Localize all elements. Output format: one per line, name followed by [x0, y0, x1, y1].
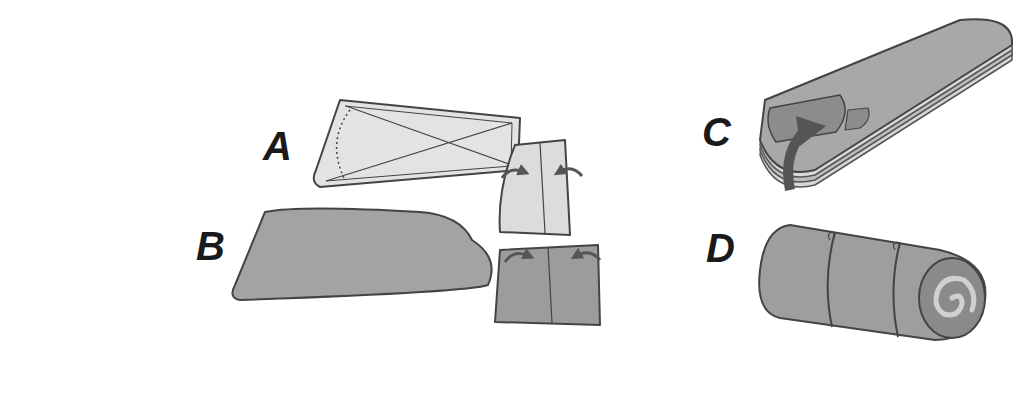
rolled-mat — [759, 225, 985, 340]
dark-blanket — [232, 209, 491, 301]
light-blanket — [314, 100, 520, 187]
dark-strip — [495, 245, 600, 325]
light-strip — [500, 140, 582, 235]
stacked-mat — [760, 19, 1012, 190]
part-letter: A — [263, 126, 292, 166]
part-letter: C — [702, 112, 731, 152]
part-letter: B — [196, 226, 225, 266]
part-letter: D — [706, 228, 735, 268]
